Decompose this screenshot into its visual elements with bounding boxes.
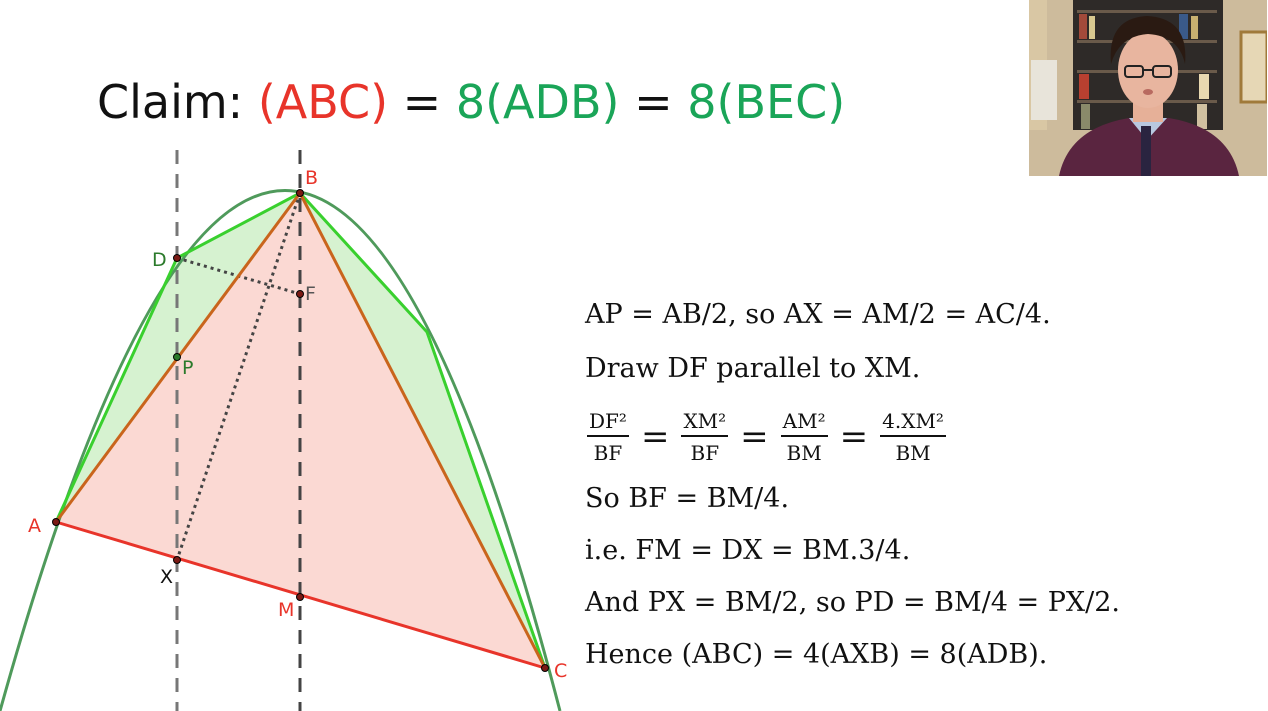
claim-word: Claim: bbox=[97, 75, 244, 129]
label-c: C bbox=[554, 660, 567, 682]
triangle-abc-term: (ABC) bbox=[257, 75, 389, 129]
claim-title: Claim: (ABC) = 8(ADB) = 8(BEC) bbox=[97, 72, 845, 132]
point-x bbox=[173, 556, 181, 564]
point-f bbox=[296, 290, 304, 298]
fraction-xm2-bf: XM² BF bbox=[681, 409, 729, 465]
point-c bbox=[541, 664, 549, 672]
equals-sign: = bbox=[402, 75, 442, 129]
equals-sign: = bbox=[640, 417, 670, 457]
presenter-webcam bbox=[1029, 0, 1267, 176]
fraction-df2-bf: DF² BF bbox=[587, 409, 629, 465]
proof-line-1: AP = AB/2, so AX = AM/2 = AC/4. bbox=[585, 299, 1051, 330]
point-p bbox=[173, 353, 181, 361]
point-b bbox=[296, 189, 304, 197]
triangle-abc-fill bbox=[56, 193, 545, 668]
label-d: D bbox=[152, 249, 167, 271]
parabola-curve bbox=[0, 189, 562, 711]
presenter-video-frame bbox=[1029, 0, 1267, 176]
ratio-equation: DF² BF = XM² BF = AM² BM = 4.XM² BM bbox=[585, 402, 948, 472]
equals-sign: = bbox=[839, 417, 869, 457]
point-a bbox=[52, 518, 60, 526]
label-p: P bbox=[182, 357, 193, 379]
proof-line-7: Hence (ABC) = 4(AXB) = 8(ADB). bbox=[585, 639, 1048, 670]
fraction-am2-bm: AM² BM bbox=[780, 409, 828, 465]
edge-bc bbox=[298, 192, 547, 669]
proof-line-6: And PX = BM/2, so PD = BM/4 = PX/2. bbox=[585, 587, 1120, 618]
dotted-line-bx bbox=[175, 192, 302, 561]
proof-line-5: i.e. FM = DX = BM.3/4. bbox=[585, 535, 911, 566]
proof-line-4: So BF = BM/4. bbox=[585, 483, 790, 514]
proof-line-2: Draw DF parallel to XM. bbox=[585, 353, 921, 384]
label-f: F bbox=[305, 283, 316, 305]
parabola-diagram: B D F P A X M C bbox=[0, 150, 567, 711]
label-b: B bbox=[305, 167, 318, 189]
label-m: M bbox=[278, 599, 294, 621]
label-x: X bbox=[160, 566, 173, 588]
triangle-bec-term: 8(BEC) bbox=[687, 75, 846, 129]
equals-sign: = bbox=[634, 75, 673, 129]
equals-sign: = bbox=[740, 417, 769, 457]
label-a: A bbox=[28, 515, 41, 537]
triangle-adb-term: 8(ADB) bbox=[455, 75, 620, 129]
fraction-4xm2-bm: 4.XM² BM bbox=[880, 409, 946, 465]
point-m bbox=[296, 593, 304, 601]
point-d bbox=[173, 254, 181, 262]
